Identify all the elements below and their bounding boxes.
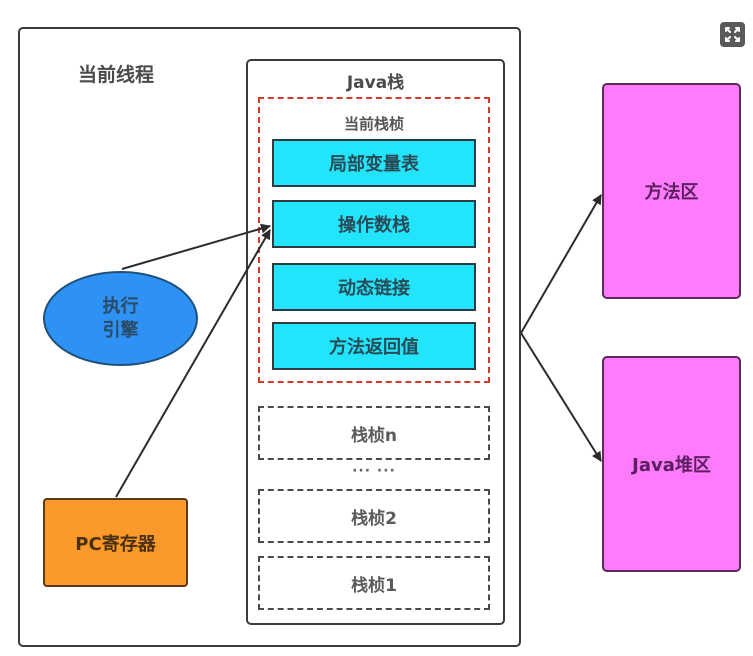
engine-to-operand-stack-arrow bbox=[121, 223, 271, 270]
stack-frame-2: 栈桢2 bbox=[258, 489, 490, 543]
stack-to-heap-arrow bbox=[520, 332, 602, 462]
stack-to-method-area-arrow bbox=[520, 194, 602, 334]
java-heap: Java堆区 bbox=[602, 356, 741, 572]
dynamic-linking: 动态链接 bbox=[272, 263, 476, 311]
return-address: 方法返回值 bbox=[272, 322, 476, 370]
execution-engine-line2: 引擎 bbox=[102, 319, 139, 341]
execution-engine-line1: 执行 bbox=[102, 295, 139, 317]
pc-to-operand-stack-arrow bbox=[115, 229, 271, 498]
current-thread-title: 当前线程 bbox=[78, 64, 155, 86]
expand-button[interactable] bbox=[720, 22, 745, 47]
stack-frame-ellipsis: ··· ··· bbox=[352, 463, 396, 479]
execution-engine: 执行 引擎 bbox=[43, 271, 198, 366]
stack-frame-1: 栈桢1 bbox=[258, 556, 490, 610]
expand-icon bbox=[725, 27, 740, 42]
pc-register: PC寄存器 bbox=[43, 498, 188, 587]
stack-frame-n: 栈桢n bbox=[258, 406, 490, 460]
local-variable-table: 局部变量表 bbox=[272, 139, 476, 187]
method-area: 方法区 bbox=[602, 83, 741, 299]
operand-stack: 操作数栈 bbox=[272, 200, 476, 248]
current-stack-frame bbox=[258, 97, 490, 383]
java-stack-title: Java栈 bbox=[346, 73, 405, 93]
current-stack-frame-label: 当前栈桢 bbox=[343, 115, 404, 133]
